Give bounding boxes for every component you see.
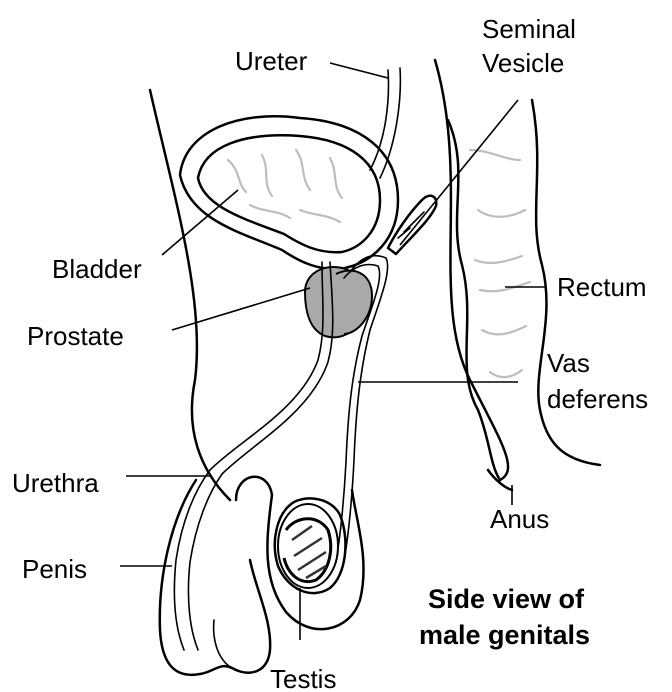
label-urethra: Urethra [12, 468, 99, 498]
label-vas-line1: Vas [547, 348, 590, 378]
label-seminal-vesicle-line2: Vesicle [482, 48, 564, 78]
testis [278, 504, 338, 588]
label-penis: Penis [22, 554, 87, 584]
label-bladder: Bladder [52, 254, 142, 284]
label-testis: Testis [270, 664, 336, 692]
body-front-outline [150, 90, 230, 500]
label-rectum: Rectum [557, 272, 647, 302]
label-prostate: Prostate [27, 321, 124, 351]
bladder [180, 116, 398, 269]
body-back-outline [435, 60, 508, 480]
leader-ureter [330, 63, 388, 78]
caption-line2: male genitals [419, 620, 590, 650]
caption-line1: Side view of [428, 584, 585, 614]
penis [160, 480, 270, 675]
label-ureter: Ureter [235, 46, 308, 76]
prostate [305, 267, 372, 337]
label-anus: Anus [490, 504, 549, 534]
leader-seminal-vesicle [400, 100, 518, 245]
label-seminal-vesicle-line1: Seminal [482, 14, 576, 44]
ureter [370, 68, 400, 178]
leader-bladder [162, 190, 238, 255]
label-vas-line2: deferens [547, 384, 648, 414]
